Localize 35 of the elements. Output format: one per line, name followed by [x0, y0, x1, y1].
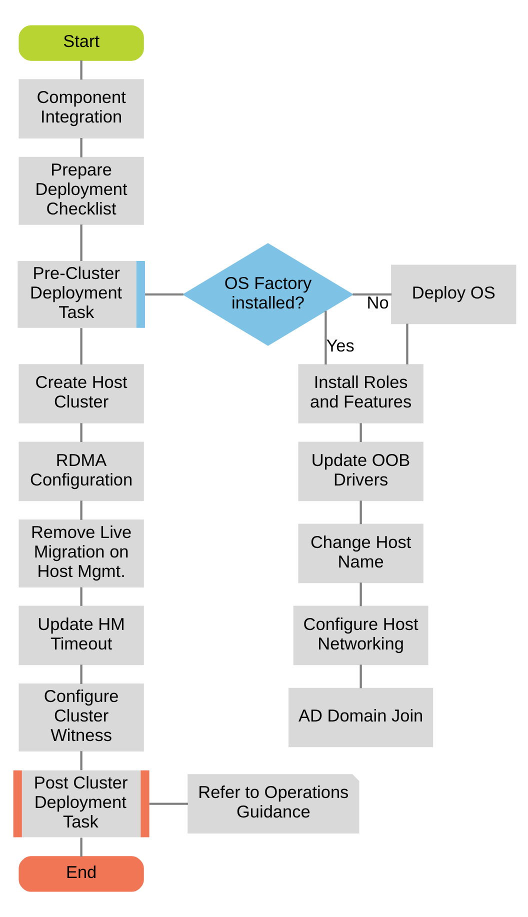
node-box: Start [18, 25, 144, 61]
node-box: Prepare Deployment Checklist [18, 156, 144, 225]
connector [352, 293, 392, 296]
connector [80, 328, 82, 364]
connector [324, 310, 326, 364]
connector [80, 838, 82, 857]
connector [406, 324, 408, 364]
connector [80, 423, 82, 442]
node-box: Install Roles and Features [298, 364, 423, 424]
connector [359, 664, 362, 688]
connector [148, 802, 188, 805]
connector [80, 587, 82, 606]
node-box: Remove Live Migration on Host Mgmt. [18, 519, 144, 588]
node-box: End [18, 856, 144, 892]
node-box: Create Host Cluster [18, 364, 144, 424]
connector [80, 224, 82, 261]
connector [144, 293, 183, 296]
connector [80, 751, 82, 770]
node-box: Update HM Timeout [18, 606, 144, 666]
connector [359, 582, 362, 606]
node-box: Deploy OS [390, 264, 516, 324]
edge-label: No [366, 292, 388, 312]
node-box: Change Host Name [298, 524, 423, 584]
connector [80, 500, 82, 520]
node-box: Component Integration [18, 79, 144, 139]
connector [80, 664, 82, 684]
connector [80, 138, 82, 158]
node-box: AD Domain Join [288, 688, 433, 748]
node-box: Update OOB Drivers [298, 442, 423, 502]
connector [359, 423, 362, 442]
connector [80, 60, 82, 80]
node-box: RDMA Configuration [18, 442, 144, 502]
node-box: Configure Host Networking [292, 606, 428, 666]
connector [359, 500, 362, 524]
node-box: Configure Cluster Witness [18, 684, 144, 752]
